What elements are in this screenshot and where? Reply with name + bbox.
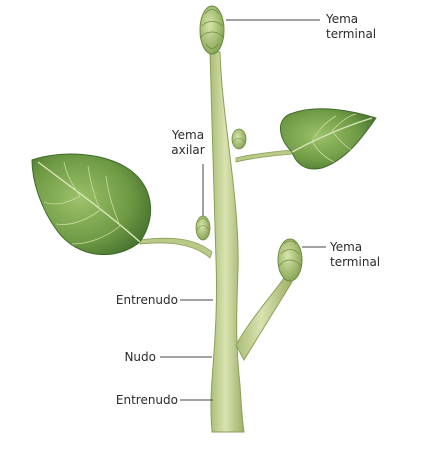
right-leaf-veins — [311, 113, 357, 163]
axillary-bud — [195, 215, 211, 241]
label-terminal-bud-top: Yema terminal — [326, 12, 376, 42]
label-node: Nudo — [124, 350, 156, 364]
leader-lines — [160, 19, 326, 401]
left-leaf-midrib — [37, 161, 141, 243]
right-leaf — [280, 108, 377, 170]
label-internode-lower: Entrenudo — [115, 393, 178, 407]
right-leaf-midrib — [291, 117, 373, 153]
label-axillary-bud-line2: axilar — [171, 143, 205, 157]
left-leaf — [31, 153, 152, 256]
label-terminal-bud-branch-line2: terminal — [330, 255, 381, 269]
axillary-bud-upper — [231, 128, 247, 150]
side-branch — [235, 277, 293, 362]
label-axillary-bud: Yema axilar — [166, 128, 210, 158]
main-stem — [209, 51, 245, 433]
label-axillary-bud-line1: Yema — [171, 128, 205, 142]
left-petiole — [139, 237, 213, 259]
terminal-bud-branch — [277, 238, 303, 282]
label-terminal-bud-top-line1: Yema — [326, 12, 359, 26]
label-internode-upper: Entrenudo — [115, 293, 178, 307]
label-terminal-bud-branch-line1: Yema — [330, 240, 363, 254]
right-petiole — [235, 149, 293, 163]
label-terminal-bud-top-line2: terminal — [326, 27, 377, 41]
left-leaf-veins — [43, 161, 121, 245]
label-terminal-bud-branch: Yema terminal — [330, 240, 380, 270]
terminal-bud-top — [199, 5, 225, 55]
